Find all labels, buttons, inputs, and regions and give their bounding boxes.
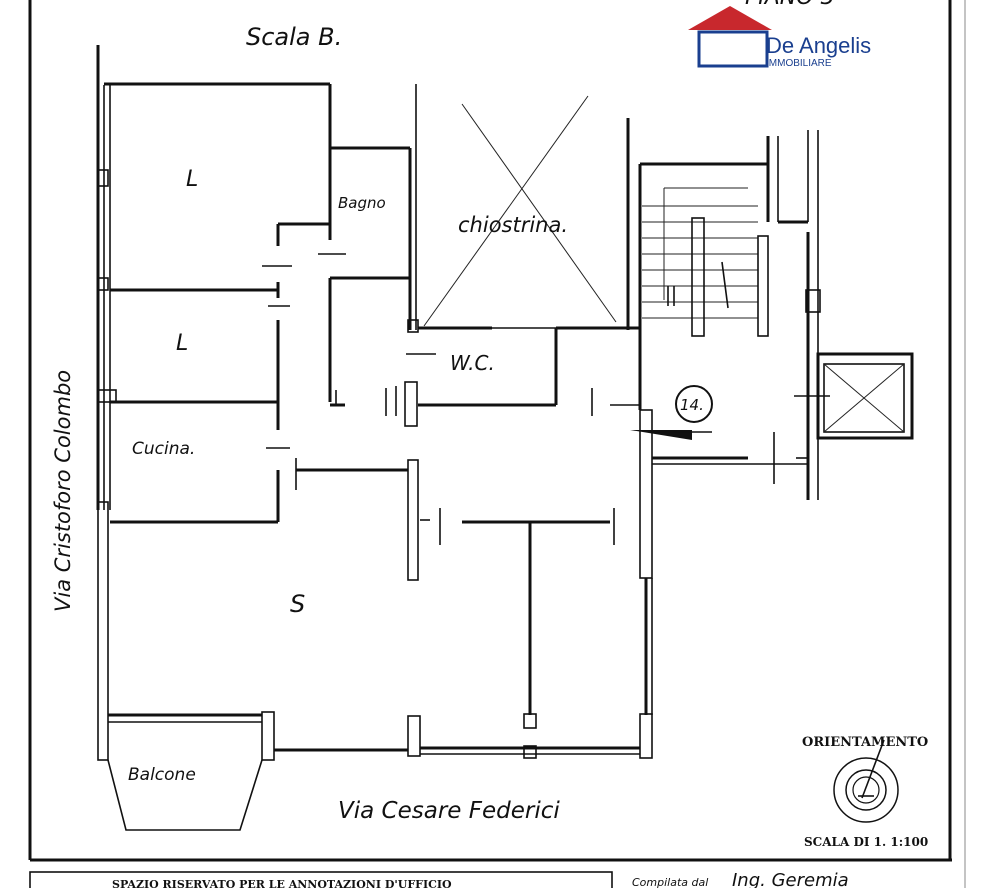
street-label-left: Via Cristoforo Colombo [51, 370, 75, 612]
brand-logo: De Angelis IMMOBILIARE [688, 6, 871, 69]
room-label-bagno: Bagno [338, 194, 386, 212]
room-label-balcone: Balcone [128, 765, 196, 785]
scala-label: Scala B. [246, 23, 342, 51]
logo-name: De Angelis [766, 33, 871, 58]
walls [96, 45, 653, 761]
room-label-chiostrina: chiostrina. [458, 213, 568, 237]
footer-compiled-prefix: Compilata dal [632, 876, 708, 888]
scale-label: SCALA DI 1. 1:100 [804, 835, 928, 849]
chiostrina-cross [423, 95, 617, 327]
apartment-number: 14. [675, 385, 713, 423]
compass: ORIENTAMENTO SCALA DI 1. 1:100 [802, 735, 928, 849]
orientamento-label: ORIENTAMENTO [802, 735, 928, 750]
room-label-l1: L [186, 167, 198, 192]
floor-label: PIANO 3° [745, 0, 846, 10]
sheet-border [28, 0, 966, 888]
footer-compiled-name: Ing. Geremia [732, 870, 849, 888]
logo-roof-icon [688, 6, 772, 30]
logo-house-icon [697, 30, 769, 68]
footer-office-note: SPAZIO RISERVATO PER LE ANNOTAZIONI D'UF… [112, 878, 452, 888]
room-label-l2: L [176, 331, 188, 356]
logo-subtitle: IMMOBILIARE [766, 58, 832, 69]
stairwell [630, 130, 914, 500]
footer: SPAZIO RISERVATO PER LE ANNOTAZIONI D'UF… [29, 870, 849, 888]
room-label-cucina: Cucina. [132, 439, 195, 459]
room-label-wc: W.C. [450, 351, 495, 375]
street-label-bottom: Via Cesare Federici [338, 798, 560, 824]
svg-text:14.: 14. [680, 396, 704, 414]
room-label-soggiorno: S [290, 590, 305, 618]
balcone-outline [107, 759, 263, 831]
